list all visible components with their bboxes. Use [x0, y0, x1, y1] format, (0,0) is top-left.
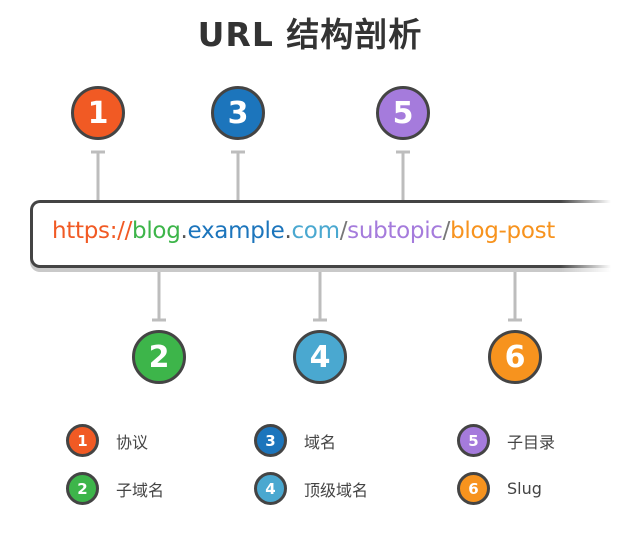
legend-badge: 2 [66, 472, 99, 505]
url-dot: . [180, 218, 188, 244]
url-container [30, 200, 620, 268]
badge-1: 1 [71, 86, 125, 140]
legend-item-tld: 4 顶级域名 [254, 472, 368, 505]
legend-item-domain: 3 域名 [254, 424, 336, 457]
legend-label: 顶级域名 [304, 480, 369, 500]
url-text: https://blog.example.com/subtopic/blog-p… [52, 218, 555, 244]
legend-badge: 4 [254, 472, 287, 505]
legend-badge: 3 [254, 424, 287, 457]
legend-badge: 5 [457, 424, 490, 457]
legend-item-subdomain: 2 子域名 [66, 472, 164, 505]
legend-item-protocol: 1 协议 [66, 424, 148, 457]
legend-badge: 6 [457, 472, 490, 505]
legend-item-subdirectory: 5 子目录 [457, 424, 555, 457]
url-slug: blog-post [450, 218, 556, 244]
legend-item-slug: 6 Slug [457, 472, 542, 505]
badge-5: 5 [376, 86, 430, 140]
page-title: URL 结构剖析 [197, 15, 423, 54]
legend-label: 协议 [116, 432, 149, 452]
legend-label: 子域名 [116, 480, 165, 500]
url-slash: / [442, 218, 451, 244]
badge-4: 4 [293, 330, 347, 384]
legend-badge: 1 [66, 424, 99, 457]
legend-label: Slug [507, 479, 542, 498]
url-domain: example [187, 218, 285, 244]
legend-label: 子目录 [507, 432, 556, 452]
url-tld: com [291, 218, 340, 244]
url-protocol: https:// [52, 218, 133, 244]
badge-6: 6 [488, 330, 542, 384]
badge-2: 2 [132, 330, 186, 384]
url-subdirectory: subtopic [347, 218, 443, 244]
badge-3: 3 [211, 86, 265, 140]
url-slash: / [339, 218, 348, 244]
url-fade [560, 195, 620, 277]
legend-label: 域名 [304, 432, 337, 452]
url-dot: . [284, 218, 292, 244]
url-subdomain: blog [132, 218, 181, 244]
